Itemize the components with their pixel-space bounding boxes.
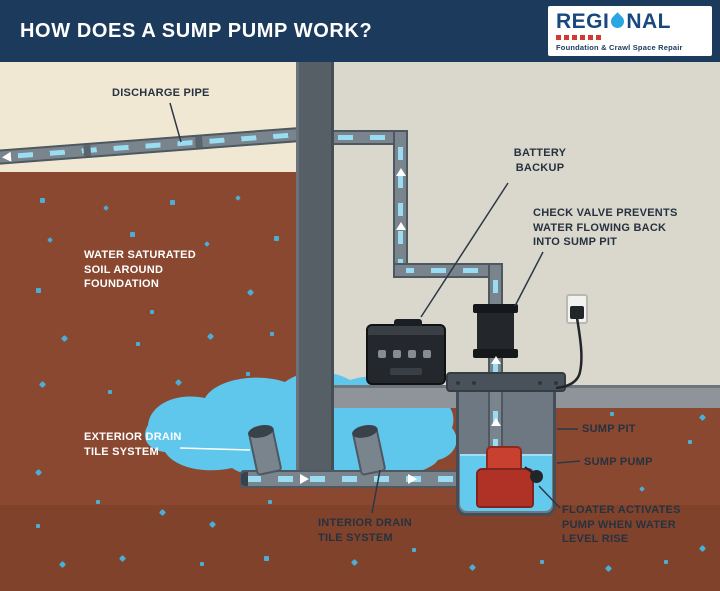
battery-top-panel	[368, 326, 444, 335]
label-check-valve: CHECK VALVE PREVENTS WATER FLOWING BACK …	[533, 207, 678, 249]
logo: REGI NAL Foundation & Crawl Space Repair	[548, 6, 712, 56]
label-exterior-drain: EXTERIOR DRAIN TILE SYSTEM	[84, 431, 182, 458]
pipe-open-end	[241, 472, 248, 486]
battery-handle	[394, 319, 422, 328]
label-interior-drain: INTERIOR DRAIN TILE SYSTEM	[318, 517, 412, 544]
label-sump-pit: SUMP PIT	[582, 423, 636, 435]
flow-arrow-left-icon	[1, 151, 12, 163]
logo-accent-squares	[556, 35, 704, 40]
flow-arrow-up-icon	[491, 356, 501, 364]
check-valve-flange-bottom	[473, 349, 518, 358]
flow-arrow-up-icon	[396, 168, 406, 176]
pipe-coupling	[195, 136, 203, 148]
flow-arrow-up-icon	[396, 222, 406, 230]
logo-text-pre: REGI	[556, 10, 610, 33]
battery-backup-unit	[366, 319, 446, 385]
logo-text-post: NAL	[626, 10, 672, 33]
flow-arrow-right-icon	[300, 474, 309, 484]
interior-pipe-mid	[393, 263, 503, 278]
flow-arrow-right-icon	[408, 474, 417, 484]
sump-pit-lid	[446, 372, 566, 392]
lid-bolt	[538, 381, 542, 385]
power-plug	[570, 306, 584, 319]
pipe-coupling	[83, 144, 92, 157]
water-drop-icon	[608, 12, 628, 31]
logo-wordmark: REGI NAL	[556, 11, 704, 32]
sump-pump-base	[476, 468, 534, 508]
label-sump-pump: SUMP PUMP	[584, 456, 653, 468]
pipe-elbow	[395, 265, 406, 276]
header: HOW DOES A SUMP PUMP WORK? REGI NAL Foun…	[0, 0, 720, 62]
pipe-elbow	[395, 132, 406, 143]
check-valve	[477, 308, 514, 354]
battery-buttons	[378, 350, 431, 358]
interior-pipe-riser	[393, 130, 408, 278]
lid-bolt	[554, 381, 558, 385]
logo-tagline: Foundation & Crawl Space Repair	[556, 43, 683, 52]
label-discharge-pipe: DISCHARGE PIPE	[112, 87, 210, 99]
battery-vent	[390, 368, 422, 375]
label-floater: FLOATER ACTIVATES PUMP WHEN WATER LEVEL …	[562, 504, 681, 546]
flow-arrow-up-icon	[491, 418, 501, 426]
float-switch	[530, 470, 543, 483]
lid-bolt	[472, 381, 476, 385]
check-valve-flange-top	[473, 304, 518, 313]
pipe-elbow	[490, 265, 501, 276]
foundation-wall	[296, 62, 334, 470]
label-battery-backup: BATTERY BACKUP	[513, 147, 567, 174]
soil-shade	[0, 505, 720, 591]
label-water-saturated-soil: WATER SATURATED SOIL AROUND FOUNDATION	[84, 249, 196, 291]
page-title: HOW DOES A SUMP PUMP WORK?	[20, 19, 373, 42]
lid-bolt	[456, 381, 460, 385]
